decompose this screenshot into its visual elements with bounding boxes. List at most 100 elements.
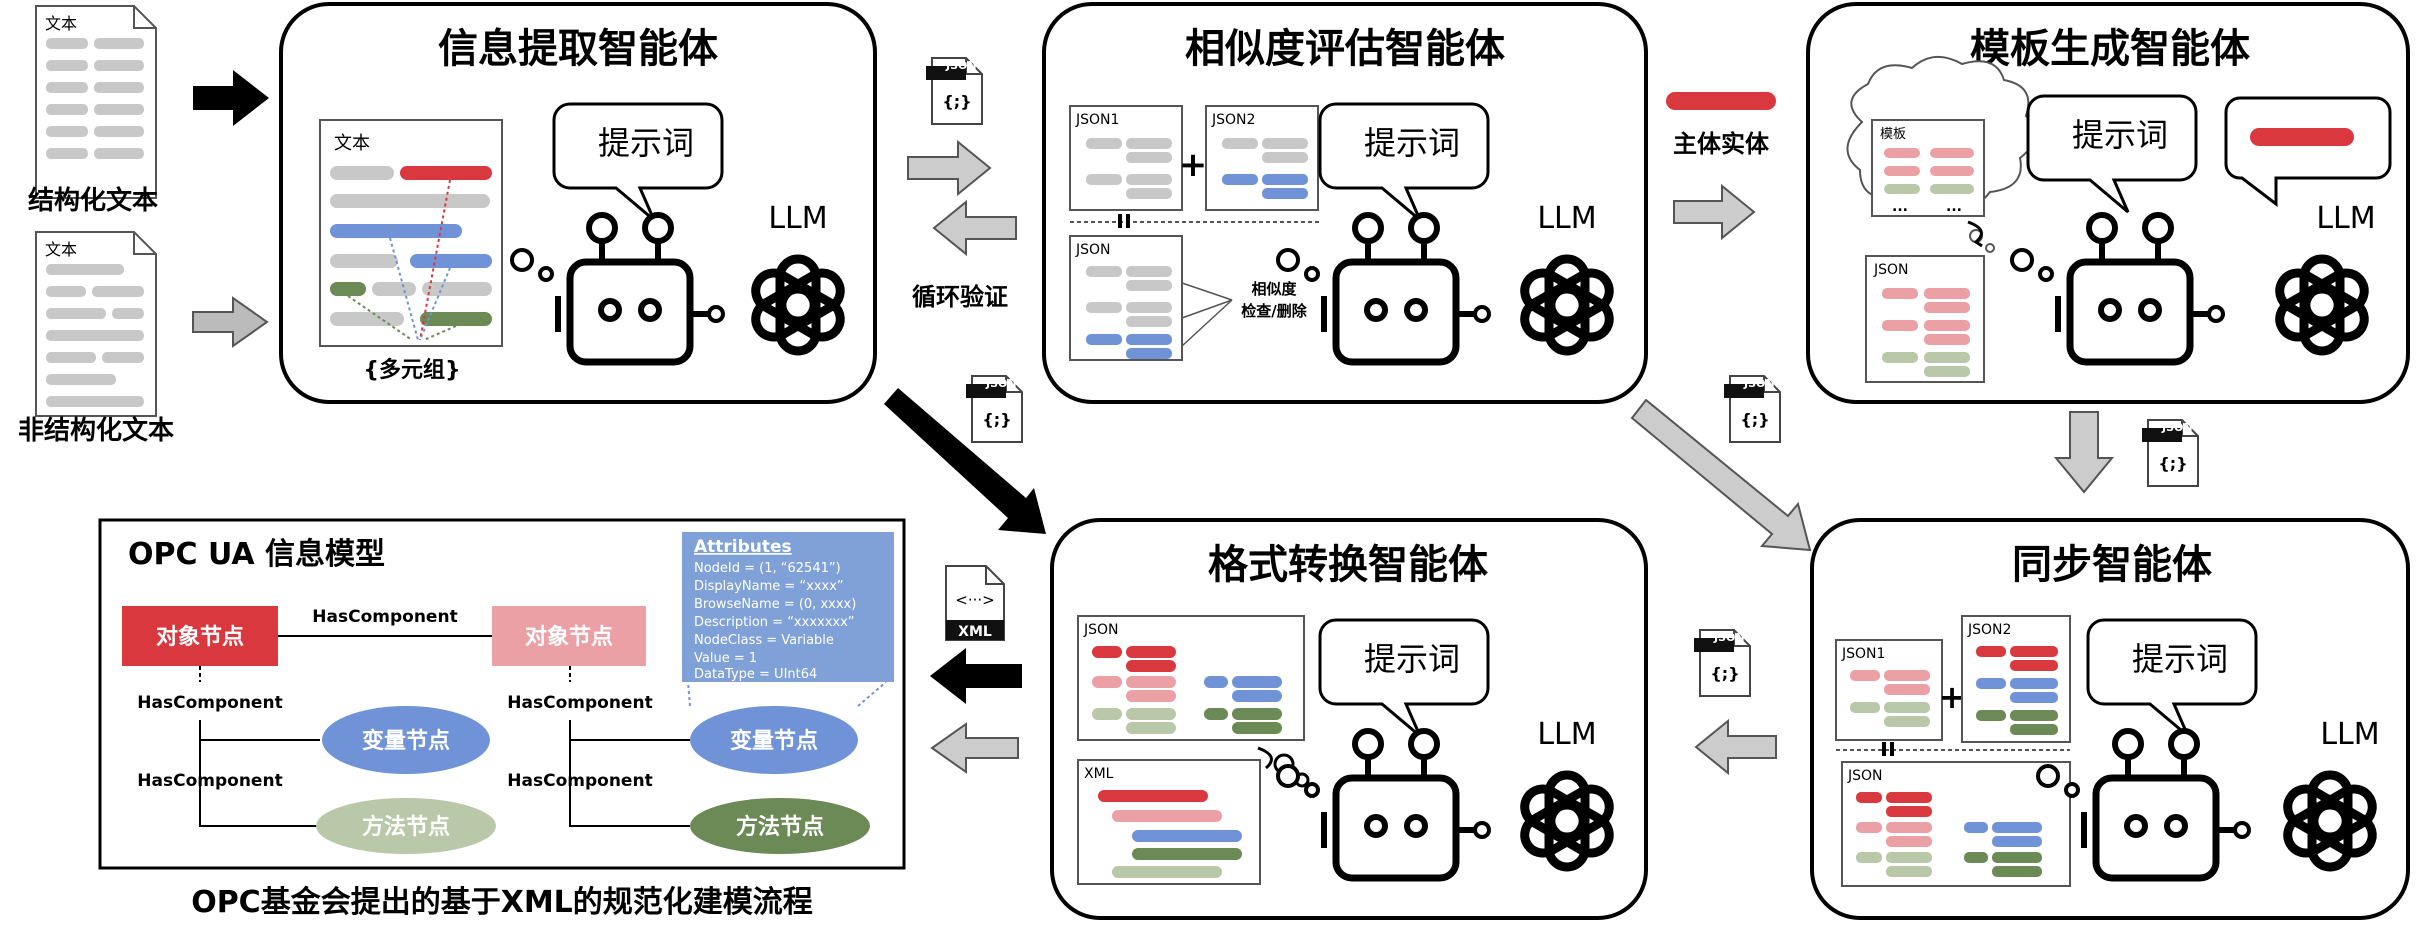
- extraction-agent-panel: 信息提取智能体 文本 {多元组} 提示词: [279, 2, 877, 404]
- attribute-line: Value = 1: [694, 651, 757, 666]
- method-node-left: [316, 798, 496, 854]
- similarity-check-line1: 相似度: [1251, 280, 1297, 298]
- opc-caption: OPC基金会提出的基于XML的规范化建模流程: [191, 885, 813, 920]
- similarity-check-line2: 检查/删除: [1241, 302, 1307, 320]
- format-xml-card: [1077, 759, 1261, 885]
- similarity-json2-card: [1205, 105, 1319, 211]
- sync-agent-panel: 同步智能体 JSON1 + JSON2: [1810, 518, 2410, 920]
- sync-json-file-tag: JSON: [1713, 631, 1745, 644]
- template-llm-label: LLM: [2316, 201, 2375, 236]
- has-component-right1-label: HasComponent: [507, 693, 652, 713]
- method-node-right-label: 方法节点: [736, 814, 824, 840]
- variable-node-right: [690, 706, 858, 774]
- structured-text-label: 结构化文本: [28, 185, 158, 216]
- format-json-card: [1077, 615, 1305, 741]
- xml-file-icon: <···> XML: [945, 565, 1005, 641]
- similarity-prompt-text: 提示词: [1364, 124, 1460, 162]
- has-component-top-label: HasComponent: [312, 607, 457, 627]
- attribute-line: NodeId = (1, “62541”): [694, 561, 841, 576]
- sync-json-file-icon: JSON {;}: [1693, 629, 1751, 697]
- attributes-box: [682, 532, 894, 682]
- similarity-to-sync-arrow: [1630, 398, 1812, 552]
- format-agent-panel: 格式转换智能体 JSON XML 提示词: [1050, 518, 1648, 920]
- similarity-json1-card: [1069, 105, 1183, 211]
- template-entity-bubble: [2224, 96, 2392, 208]
- sync-plus-icon: +: [1939, 678, 1966, 716]
- loop-back-arrow: [932, 199, 1017, 257]
- opc-model-panel: OPC UA 信息模型 对象节点 HasComponent HasCompone…: [98, 518, 906, 870]
- template-thought-ellipsis-right: ...: [1946, 199, 1962, 215]
- attribute-line: DataType = UInt64: [694, 667, 817, 682]
- structured-doc-icon: [35, 5, 157, 199]
- object-node-left-label: 对象节点: [156, 624, 244, 650]
- extraction-llm-label: LLM: [768, 201, 827, 236]
- template-json-file-tag: JSON: [2161, 421, 2193, 434]
- template-json-card: [1865, 255, 1985, 383]
- template-thought-label: 模板: [1880, 127, 1906, 142]
- format-prompt-text: 提示词: [1364, 640, 1460, 678]
- right-json-file-icon: JSON {;}: [1723, 375, 1781, 443]
- similarity-json1-label: JSON1: [1075, 112, 1119, 128]
- attribute-line: NodeClass = Variable: [694, 633, 834, 648]
- template-agent-panel: 模板生成智能体 模板 ... ... JSON 提示词: [1806, 2, 2410, 404]
- has-component-left2-label: HasComponent: [137, 771, 282, 791]
- format-to-opc-arrow: [930, 648, 1022, 704]
- attribute-line: Description = “xxxxxxx”: [694, 615, 855, 630]
- similarity-agent-title: 相似度评估智能体: [1185, 26, 1505, 72]
- to-sync-arrow: [2053, 411, 2115, 494]
- template-thought-cloud: [1846, 56, 2036, 253]
- has-component-right2-label: HasComponent: [507, 771, 652, 791]
- method-node-left-label: 方法节点: [362, 814, 450, 840]
- sync-json2-card: [1961, 615, 2071, 743]
- template-json-file-glyph: {;}: [2158, 454, 2187, 473]
- object-node-left: [122, 606, 278, 666]
- sync-to-format-arrow: [1694, 718, 1777, 776]
- to-template-arrow: [1673, 183, 1756, 241]
- format-curve-arrow-icon: [1257, 746, 1273, 770]
- unstructured-doc-label: 文本: [45, 240, 77, 259]
- structured-input-arrow: [193, 70, 269, 126]
- mid-json-file-icon: JSON {;}: [965, 375, 1023, 443]
- extraction-to-format-arrow: [884, 388, 1046, 534]
- object-node-right: [492, 606, 646, 666]
- attributes-header: Attributes: [694, 537, 792, 557]
- unstructured-text-label: 非结构化文本: [18, 415, 174, 446]
- opc-model-title: OPC UA 信息模型: [128, 537, 385, 572]
- variable-node-left-label: 变量节点: [362, 728, 450, 754]
- sync-json2-label: JSON2: [1967, 622, 2011, 638]
- variable-node-left: [322, 706, 490, 774]
- sync-prompt-text: 提示词: [2132, 640, 2228, 678]
- template-prompt-text: 提示词: [2072, 116, 2168, 154]
- format-to-opc-back-arrow: [930, 722, 1019, 774]
- sync-json-label: JSON: [1847, 768, 1883, 784]
- mid-json-file-glyph: {;}: [982, 410, 1011, 429]
- unstructured-input-arrow: [192, 296, 269, 348]
- mid-json-file-tag: JSON: [985, 377, 1017, 390]
- xml-file-tag: XML: [958, 624, 992, 640]
- right-json-file-tag: JSON: [1743, 377, 1775, 390]
- sync-llm-label: LLM: [2320, 717, 2379, 752]
- attribute-line: DisplayName = “xxxx”: [694, 579, 844, 594]
- variable-node-right-label: 变量节点: [730, 728, 818, 754]
- extraction-doc-card: [319, 119, 503, 347]
- xml-file-glyph: <···>: [955, 591, 994, 609]
- json-file-glyph: {;}: [942, 92, 971, 111]
- object-node-right-label: 对象节点: [525, 624, 613, 650]
- extraction-doc-label: 文本: [334, 133, 370, 154]
- attribute-line: BrowseName = (0, xxxx): [694, 597, 856, 612]
- json-file-tag: JSON: [945, 59, 977, 72]
- extraction-agent-title: 信息提取智能体: [438, 26, 718, 72]
- format-json-label: JSON: [1083, 622, 1119, 638]
- has-component-left1-label: HasComponent: [137, 693, 282, 713]
- similarity-json2-label: JSON2: [1211, 112, 1255, 128]
- right-json-file-glyph: {;}: [1740, 410, 1769, 429]
- template-json-file-icon: JSON {;}: [2141, 419, 2199, 487]
- similarity-json-card: [1069, 235, 1233, 361]
- similarity-json-label: JSON: [1075, 242, 1111, 258]
- format-xml-label: XML: [1084, 766, 1114, 782]
- method-node-right: [690, 798, 870, 854]
- sync-json-card: [1841, 761, 2071, 887]
- tuple-label: {多元组}: [363, 357, 460, 383]
- template-curve-arrow-icon: [1967, 220, 1983, 248]
